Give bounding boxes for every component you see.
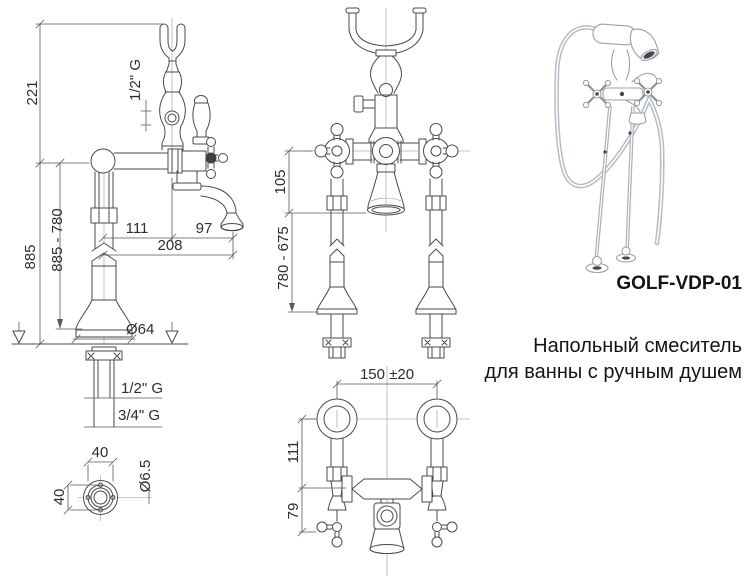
top-right-inlet bbox=[416, 398, 458, 548]
side-leg bbox=[75, 171, 133, 338]
cradle-neck bbox=[611, 49, 631, 81]
dim-label-base-diameter: Ø64 bbox=[126, 321, 154, 338]
side-view: 221 885 885 - 780 1/2" G 111 97 208 Ø64 … bbox=[11, 18, 244, 428]
dim-handle-to-spout: 105 bbox=[272, 146, 367, 218]
handle-cap bbox=[205, 152, 217, 164]
front-right-leg bbox=[415, 178, 457, 359]
dim-label-111-top: 111 bbox=[285, 441, 302, 464]
product-code: GOLF-VDP-01 bbox=[616, 273, 742, 294]
dim-label-780-675: 780 - 675 bbox=[275, 226, 292, 289]
front-column bbox=[353, 55, 404, 144]
top-bell-spout bbox=[369, 528, 405, 554]
dim-hole-diameter: Ø6.5 bbox=[137, 460, 154, 505]
top-body bbox=[341, 475, 433, 554]
dim-inlet-connection: 1/2" G bbox=[121, 380, 163, 397]
spout bbox=[624, 99, 641, 113]
diverter-knob bbox=[353, 95, 364, 113]
front-bell-spout bbox=[367, 163, 405, 216]
front-right-cross-handle bbox=[423, 123, 459, 179]
handshower-grip bbox=[592, 23, 637, 46]
dim-outlet-connection: 3/4" G bbox=[118, 407, 160, 424]
top-view: 150 ±20 bbox=[285, 366, 470, 576]
side-cradle-fork bbox=[159, 23, 186, 71]
dim-label-three-quarter-inch: 3/4" G bbox=[118, 407, 160, 424]
dim-handshower-connection: 1/2" G bbox=[127, 59, 152, 132]
product-description: Напольный смеситель для ванны с ручным д… bbox=[485, 333, 742, 385]
floor-line bbox=[11, 321, 189, 345]
dim-upper-section-height: 221 bbox=[24, 19, 163, 168]
dim-inlet-centers: 150 ±20 bbox=[332, 366, 442, 399]
product-description-line2: для ванны с ручным душем bbox=[484, 361, 742, 383]
dim-label-top-half-inch: 1/2" G bbox=[127, 59, 144, 101]
base-flange-detail: 40 40 Ø6.5 bbox=[51, 444, 154, 521]
dim-label-105: 105 bbox=[272, 169, 289, 194]
dim-label-97: 97 bbox=[196, 220, 213, 237]
dim-label-79: 79 bbox=[285, 503, 302, 520]
dim-label-bottom-half-inch: 1/2" G bbox=[121, 380, 163, 397]
side-below-floor bbox=[83, 346, 163, 428]
bolt-hole bbox=[110, 495, 116, 500]
front-cradle-fork bbox=[345, 7, 427, 57]
dim-top-depths: 111 79 bbox=[285, 414, 347, 537]
spray-face bbox=[643, 51, 655, 59]
bolt-hole bbox=[98, 507, 103, 513]
dim-label-111: 111 bbox=[126, 220, 149, 237]
dim-height-range: 885 - 780 bbox=[49, 158, 83, 330]
dim-label-885: 885 bbox=[22, 244, 39, 269]
front-view: 105 780 - 675 bbox=[272, 7, 470, 359]
side-lever-handle bbox=[192, 95, 211, 145]
front-left-cross-handle bbox=[314, 123, 350, 179]
dim-label-hole-diameter: Ø6.5 bbox=[137, 460, 154, 493]
side-column bbox=[159, 69, 186, 151]
side-body bbox=[90, 148, 207, 174]
bolt-hole bbox=[98, 482, 103, 488]
side-spout bbox=[172, 170, 244, 232]
top-left-inlet bbox=[316, 398, 358, 548]
side-bell-base bbox=[75, 299, 133, 338]
bolt-hole bbox=[85, 495, 91, 500]
side-connection-port bbox=[164, 110, 180, 126]
pipe-break-symbol bbox=[91, 242, 117, 262]
dim-label-40-top: 40 bbox=[92, 444, 109, 461]
dim-base-diameter: Ø64 bbox=[71, 321, 154, 344]
dim-label-150: 150 ±20 bbox=[360, 366, 414, 383]
dim-label-885-780: 885 - 780 bbox=[49, 208, 66, 271]
product-illustration bbox=[554, 23, 665, 274]
dim-column-height-range: 780 - 675 bbox=[275, 212, 319, 313]
dim-hole-spacing-horizontal: 40 bbox=[83, 444, 118, 482]
product-description-line1: Напольный смеситель bbox=[533, 335, 742, 357]
dim-spout-reach: 111 97 208 bbox=[98, 177, 238, 260]
dim-hole-spacing-vertical: 40 bbox=[51, 480, 98, 515]
dim-label-40-left: 40 bbox=[51, 489, 68, 506]
dim-label-221: 221 bbox=[24, 80, 41, 105]
dim-label-208: 208 bbox=[157, 237, 182, 254]
front-left-leg bbox=[316, 178, 358, 359]
ground-arrow-icon bbox=[12, 330, 179, 344]
dim-overall-height: 885 bbox=[22, 162, 45, 349]
